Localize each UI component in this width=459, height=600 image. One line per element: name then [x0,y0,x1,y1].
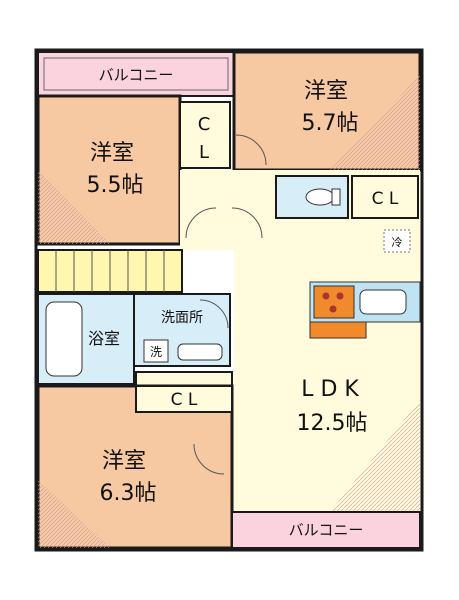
room-nw-size: 5.5帖 [87,173,144,198]
wash-basin [177,343,223,361]
room-sw-name: 洋室 [102,449,146,474]
sink [359,289,407,315]
washer [143,339,169,363]
balcony-top-label: バルコニー [99,66,174,84]
closet-top [179,101,231,169]
closet-top-label-l: L [199,142,209,163]
closet-right-label: C L [372,189,399,209]
room-ne-name: 洋室 [304,79,348,104]
closet-top-label-c: C [198,114,211,135]
door-swing [199,299,229,329]
outer-wall [34,48,424,552]
fridge-label: 冷 [392,236,403,249]
bathtub [45,301,83,377]
room-sw-size: 6.3帖 [100,481,157,506]
closet-mid-label2: C L [171,390,198,410]
washroom-label: 洗面所 [161,310,203,326]
fridge [383,229,411,253]
ldk-name: L D K [301,377,359,402]
door-swing [185,207,217,239]
door-swing [231,207,263,239]
closet-right [351,175,419,219]
bath-label: 浴室 [88,329,120,348]
stove [313,285,355,319]
toilet-icon [305,188,335,206]
room-ne-size: 5.7帖 [302,111,359,136]
balcony-bottom [231,511,421,549]
washer-label: 洗 [150,345,162,359]
balcony-bottom-label: バルコニー [289,521,364,539]
ldk-size: 12.5帖 [297,411,368,436]
door-swing [235,134,267,166]
room-nw-name: 洋室 [90,141,134,166]
door-swing [193,443,225,475]
balcony-top [37,51,235,97]
